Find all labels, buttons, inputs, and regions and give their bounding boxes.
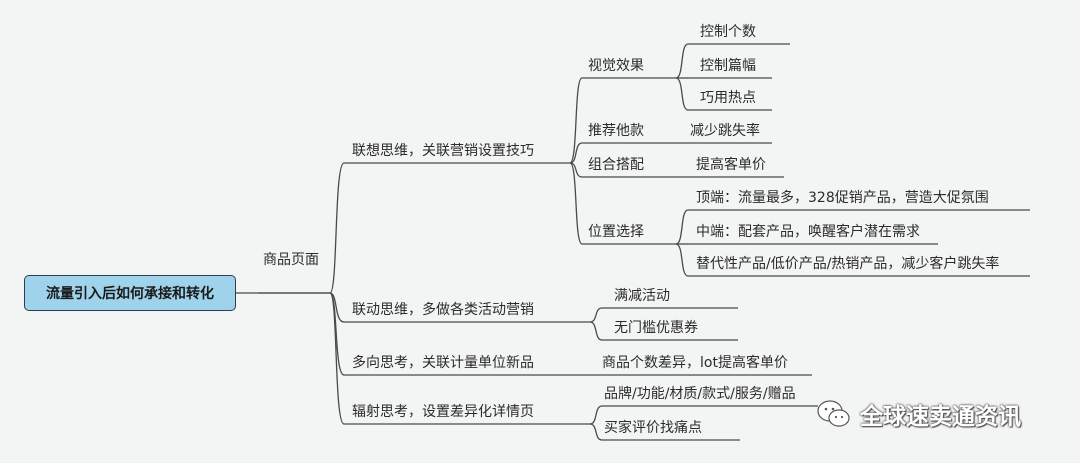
level4-node: 减少跳失率 <box>690 123 760 139</box>
connector <box>329 292 345 425</box>
level1-node: 商品页面 <box>263 252 319 268</box>
connector <box>675 77 689 111</box>
level3-node: 推荐他款 <box>588 123 644 139</box>
connector <box>675 243 689 277</box>
connector <box>589 423 603 441</box>
connector <box>675 43 689 79</box>
branch-node: 辐射思考，设置差异化详情页 <box>352 404 534 420</box>
connector <box>329 162 345 294</box>
root-label: 流量引入后如何承接和转化 <box>46 286 214 302</box>
connector <box>569 77 583 164</box>
connector <box>569 142 583 164</box>
watermark: 全球速卖通资讯 <box>816 396 1021 432</box>
level3-node: 买家评价找痛点 <box>604 420 702 436</box>
wechat-icon <box>817 400 850 427</box>
level3-node: 品牌/功能/材质/款式/服务/赠品 <box>604 386 796 402</box>
connector <box>589 405 603 425</box>
level3-node: 组合搭配 <box>588 157 644 173</box>
level4-node: 提高客单价 <box>696 157 766 173</box>
connector <box>589 321 603 341</box>
level3-node: 无门槛优惠券 <box>614 320 698 336</box>
level4-node: 巧用热点 <box>700 90 756 106</box>
branch-node: 多向思考，关联计量单位新品 <box>352 355 534 371</box>
connector <box>675 209 689 245</box>
level4-node: 替代性产品/低价产品/热销产品，减少客户跳失率 <box>696 256 1000 272</box>
level3-node: 视觉效果 <box>588 58 644 74</box>
level4-node: 控制个数 <box>700 24 756 40</box>
watermark-text: 全球速卖通资讯 <box>860 404 1021 430</box>
connector <box>589 307 603 323</box>
branch-node: 联动思维，多做各类活动营销 <box>352 302 534 318</box>
level3-node: 满减活动 <box>614 288 670 304</box>
level3-node: 位置选择 <box>588 224 644 240</box>
level3-node: 商品个数差异，lot提高客单价 <box>602 355 788 371</box>
level4-node: 中端：配套产品，唤醒客户潜在需求 <box>696 224 920 240</box>
level4-node: 顶端：流量最多，328促销产品，营造大促氛围 <box>696 190 989 206</box>
root-node: 流量引入后如何承接和转化 <box>24 275 236 311</box>
level4-node: 控制篇幅 <box>700 58 756 74</box>
branch-node: 联想思维，关联营销设置技巧 <box>352 143 534 159</box>
connector <box>569 162 583 245</box>
